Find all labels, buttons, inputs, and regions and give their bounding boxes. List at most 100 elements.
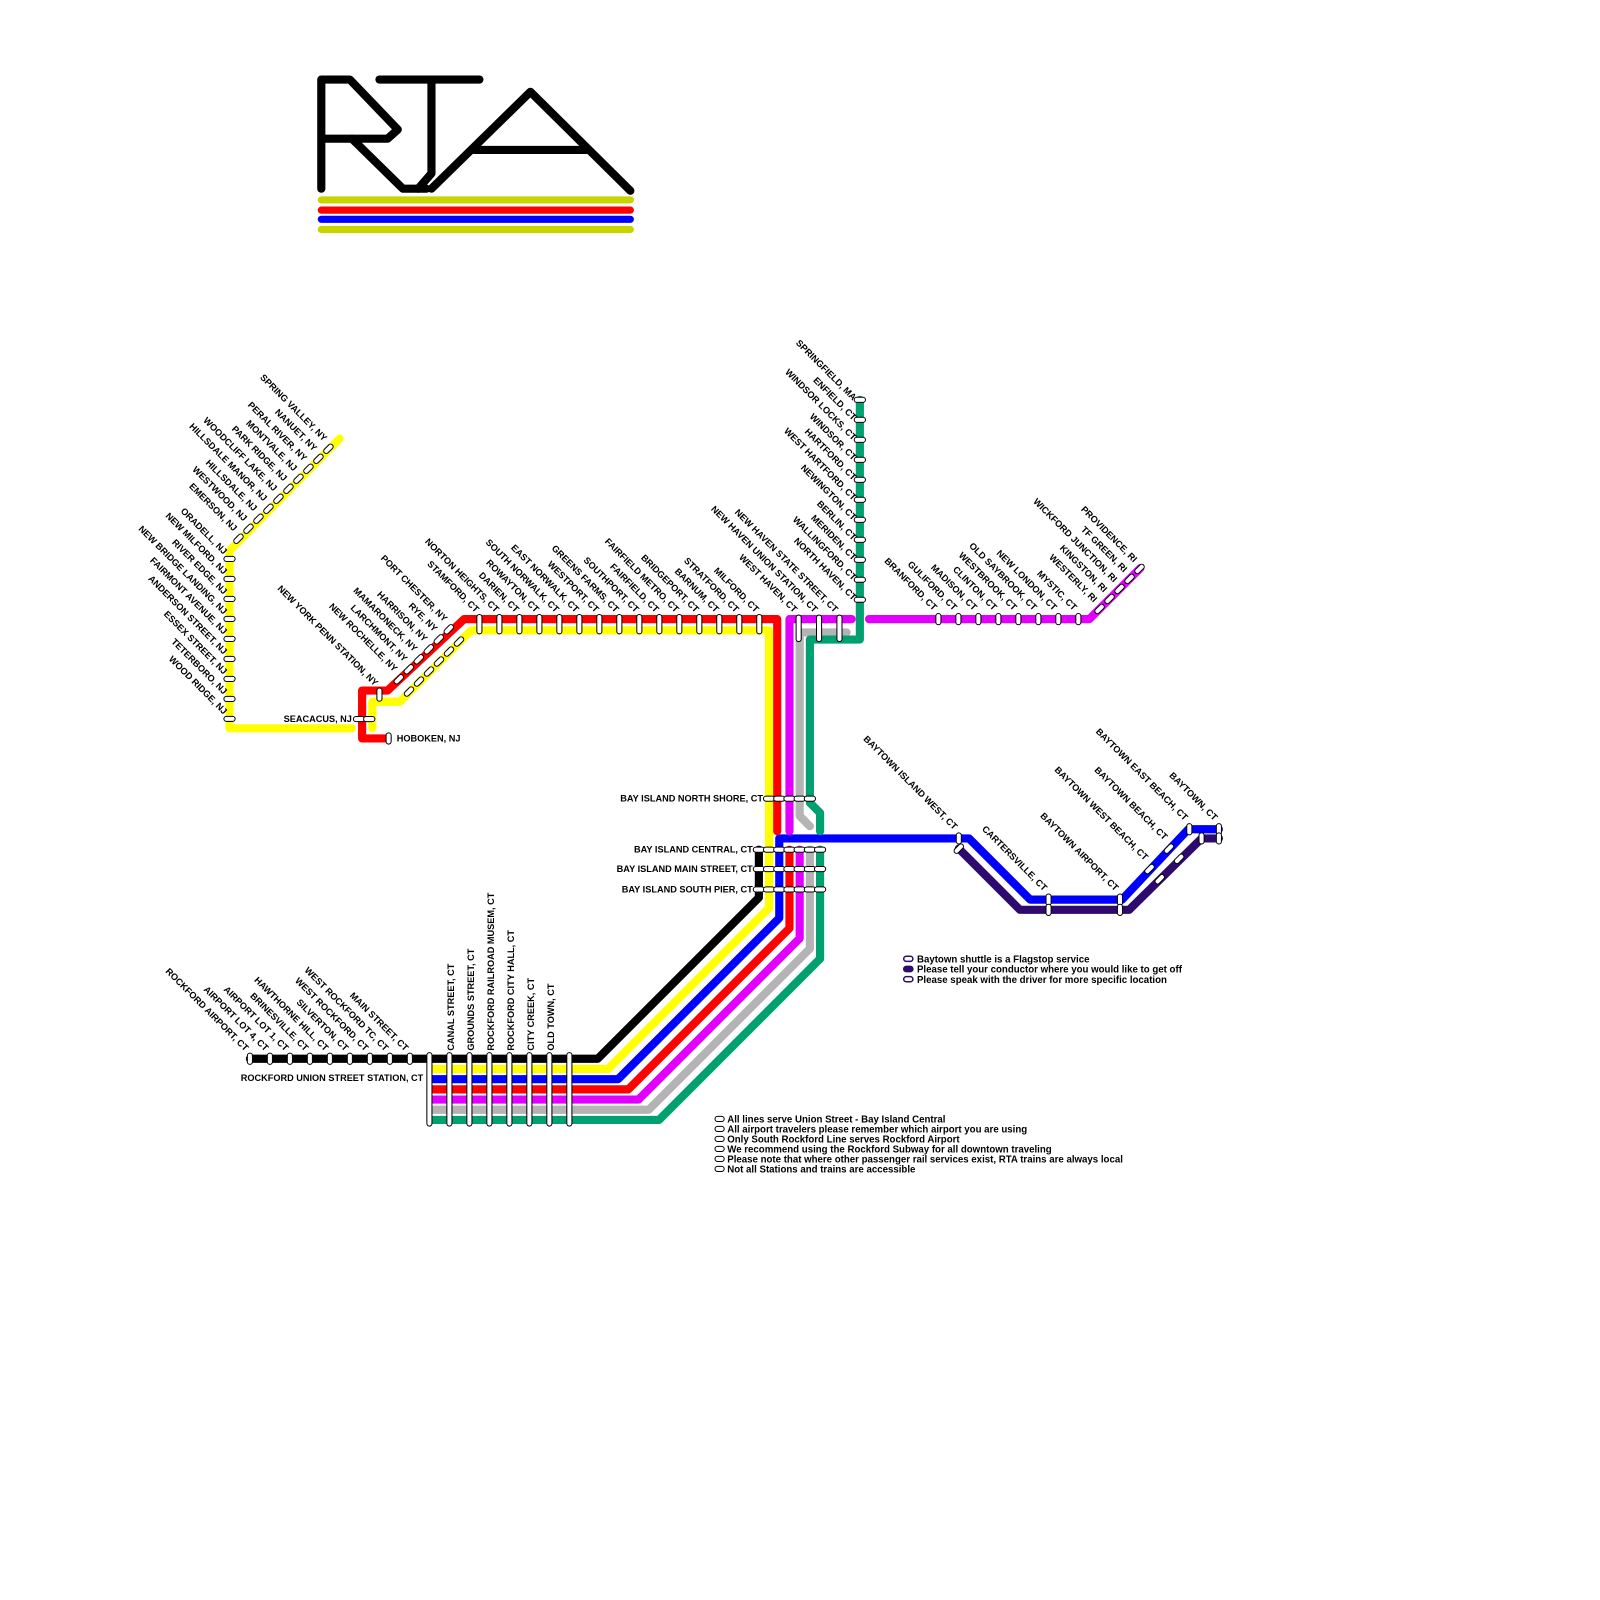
- station-marker[interactable]: [1154, 873, 1166, 885]
- station-marker[interactable]: [1144, 863, 1156, 875]
- station-marker[interactable]: [1045, 893, 1052, 906]
- station-marker[interactable]: [1045, 903, 1052, 916]
- station-marker[interactable]: [1104, 593, 1116, 605]
- station-marker[interactable]: [793, 795, 806, 802]
- station-marker[interactable]: [386, 1052, 393, 1065]
- station-marker[interactable]: [815, 614, 823, 643]
- station-marker[interactable]: [1116, 893, 1124, 906]
- station-marker[interactable]: [233, 533, 245, 545]
- station-marker[interactable]: [783, 865, 796, 873]
- station-marker[interactable]: [752, 846, 765, 853]
- station-marker[interactable]: [783, 846, 796, 853]
- station-marker[interactable]: [293, 473, 305, 485]
- station-marker[interactable]: [1173, 853, 1185, 865]
- station-marker[interactable]: [283, 483, 295, 495]
- station-marker[interactable]: [935, 613, 942, 626]
- station-marker[interactable]: [303, 463, 315, 475]
- station-marker[interactable]: [576, 614, 583, 635]
- station-marker[interactable]: [793, 865, 806, 873]
- station-marker[interactable]: [773, 846, 786, 853]
- station-marker[interactable]: [773, 865, 786, 873]
- station-marker[interactable]: [1116, 903, 1124, 916]
- station-marker[interactable]: [273, 493, 285, 505]
- station-marker[interactable]: [803, 795, 816, 802]
- station-marker[interactable]: [1215, 832, 1222, 845]
- station-marker[interactable]: [853, 436, 866, 443]
- station-marker[interactable]: [433, 656, 445, 668]
- station-marker[interactable]: [793, 886, 806, 893]
- station-marker[interactable]: [756, 614, 763, 635]
- station-marker[interactable]: [853, 576, 866, 583]
- station-marker[interactable]: [762, 846, 776, 853]
- station-marker[interactable]: [1186, 823, 1193, 836]
- station-marker[interactable]: [762, 795, 776, 802]
- station-marker[interactable]: [813, 886, 827, 893]
- station-marker[interactable]: [223, 675, 236, 682]
- station-marker[interactable]: [423, 666, 435, 678]
- station-marker[interactable]: [385, 732, 392, 745]
- station-marker[interactable]: [1015, 613, 1022, 626]
- station-marker[interactable]: [1055, 613, 1062, 626]
- station-marker[interactable]: [286, 1052, 293, 1065]
- station-marker[interactable]: [263, 503, 275, 515]
- station-marker[interactable]: [853, 536, 866, 543]
- station-marker[interactable]: [762, 886, 776, 893]
- station-marker[interactable]: [813, 865, 827, 873]
- station-marker[interactable]: [516, 614, 523, 635]
- station-marker[interactable]: [486, 1052, 493, 1127]
- station-marker[interactable]: [223, 635, 236, 642]
- station-marker[interactable]: [853, 556, 866, 563]
- station-marker[interactable]: [1134, 563, 1146, 575]
- station-marker[interactable]: [853, 456, 866, 463]
- station-marker[interactable]: [346, 1052, 353, 1065]
- station-marker[interactable]: [506, 1052, 513, 1127]
- station-marker[interactable]: [376, 687, 383, 702]
- station-marker[interactable]: [803, 846, 816, 853]
- station-marker[interactable]: [223, 575, 236, 583]
- station-marker[interactable]: [243, 523, 255, 535]
- station-marker[interactable]: [853, 396, 866, 403]
- station-marker[interactable]: [266, 1052, 273, 1065]
- station-marker[interactable]: [783, 795, 796, 802]
- station-marker[interactable]: [476, 614, 483, 635]
- station-marker[interactable]: [773, 886, 786, 893]
- station-marker[interactable]: [352, 716, 366, 723]
- station-marker[interactable]: [423, 644, 435, 656]
- station-marker[interactable]: [803, 865, 816, 873]
- station-marker[interactable]: [393, 674, 405, 686]
- station-marker[interactable]: [246, 1052, 253, 1065]
- station-marker[interactable]: [616, 614, 623, 635]
- station-marker[interactable]: [413, 676, 425, 688]
- station-marker[interactable]: [795, 614, 802, 643]
- station-marker[interactable]: [1075, 613, 1082, 626]
- station-marker[interactable]: [1163, 843, 1175, 855]
- station-marker[interactable]: [773, 795, 786, 802]
- station-marker[interactable]: [536, 614, 543, 635]
- station-marker[interactable]: [783, 886, 796, 893]
- station-marker[interactable]: [556, 614, 563, 635]
- station-marker[interactable]: [313, 453, 325, 465]
- station-marker[interactable]: [1114, 583, 1126, 595]
- station-marker[interactable]: [793, 846, 806, 853]
- station-marker[interactable]: [596, 614, 603, 635]
- station-marker[interactable]: [426, 1052, 433, 1127]
- station-marker[interactable]: [326, 1052, 333, 1065]
- station-marker[interactable]: [953, 843, 965, 855]
- station-marker[interactable]: [762, 865, 776, 873]
- station-marker[interactable]: [546, 1052, 553, 1127]
- station-marker[interactable]: [1094, 603, 1106, 615]
- station-marker[interactable]: [403, 686, 415, 698]
- station-marker[interactable]: [223, 715, 236, 722]
- station-marker[interactable]: [366, 1052, 373, 1065]
- station-marker[interactable]: [736, 614, 743, 635]
- station-marker[interactable]: [323, 443, 335, 455]
- station-marker[interactable]: [716, 614, 723, 635]
- station-marker[interactable]: [306, 1052, 313, 1065]
- station-marker[interactable]: [496, 614, 503, 635]
- station-marker[interactable]: [853, 496, 866, 503]
- station-marker[interactable]: [853, 596, 866, 603]
- station-marker[interactable]: [223, 655, 236, 662]
- station-marker[interactable]: [413, 654, 425, 666]
- station-marker[interactable]: [466, 1052, 473, 1127]
- station-marker[interactable]: [566, 1052, 573, 1127]
